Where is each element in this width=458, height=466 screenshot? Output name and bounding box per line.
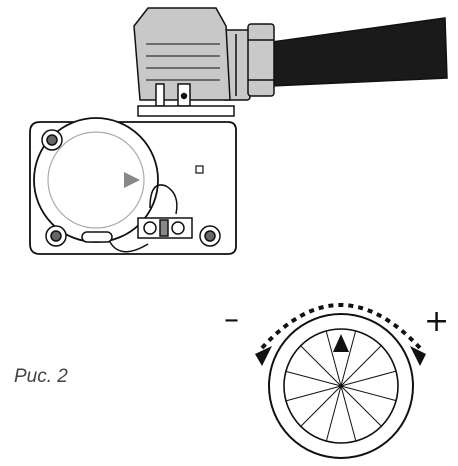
dial-spoke (285, 370, 342, 387)
dial-spoke (325, 330, 342, 387)
adjustment-dial (255, 303, 426, 459)
small-marker (195, 165, 204, 174)
dial-spoke (300, 345, 342, 387)
dial-spoke (340, 370, 397, 387)
minus-symbol: – (224, 302, 239, 337)
arrowhead-right-icon (410, 346, 426, 366)
plus-symbol: + (424, 304, 450, 339)
dial-spoke (285, 385, 342, 402)
cable (271, 17, 448, 87)
dial-spokes (285, 330, 397, 442)
dial-spoke (300, 385, 342, 427)
corner-screws (41, 129, 221, 247)
connector-ribs (146, 43, 220, 81)
dial-pointer-triangle (333, 334, 349, 352)
direction-triangle (124, 172, 140, 188)
dial-spoke (340, 385, 397, 402)
dial-spoke (325, 385, 342, 442)
bottom-slot (81, 231, 113, 243)
connector-plug (133, 7, 231, 101)
dial-spoke (340, 345, 382, 387)
coil-face (47, 131, 145, 229)
solenoid-coil-assembly (29, 7, 448, 255)
dial-spoke (340, 385, 382, 427)
connector-base (137, 105, 235, 117)
terminal-block (137, 217, 193, 239)
dial-spoke (340, 330, 357, 387)
arrowhead-left-icon (255, 346, 272, 366)
wire-loop (149, 184, 178, 215)
dial-spoke (340, 385, 357, 442)
figure-caption: Рис. 2 (14, 366, 68, 387)
rotation-arc (260, 303, 422, 350)
